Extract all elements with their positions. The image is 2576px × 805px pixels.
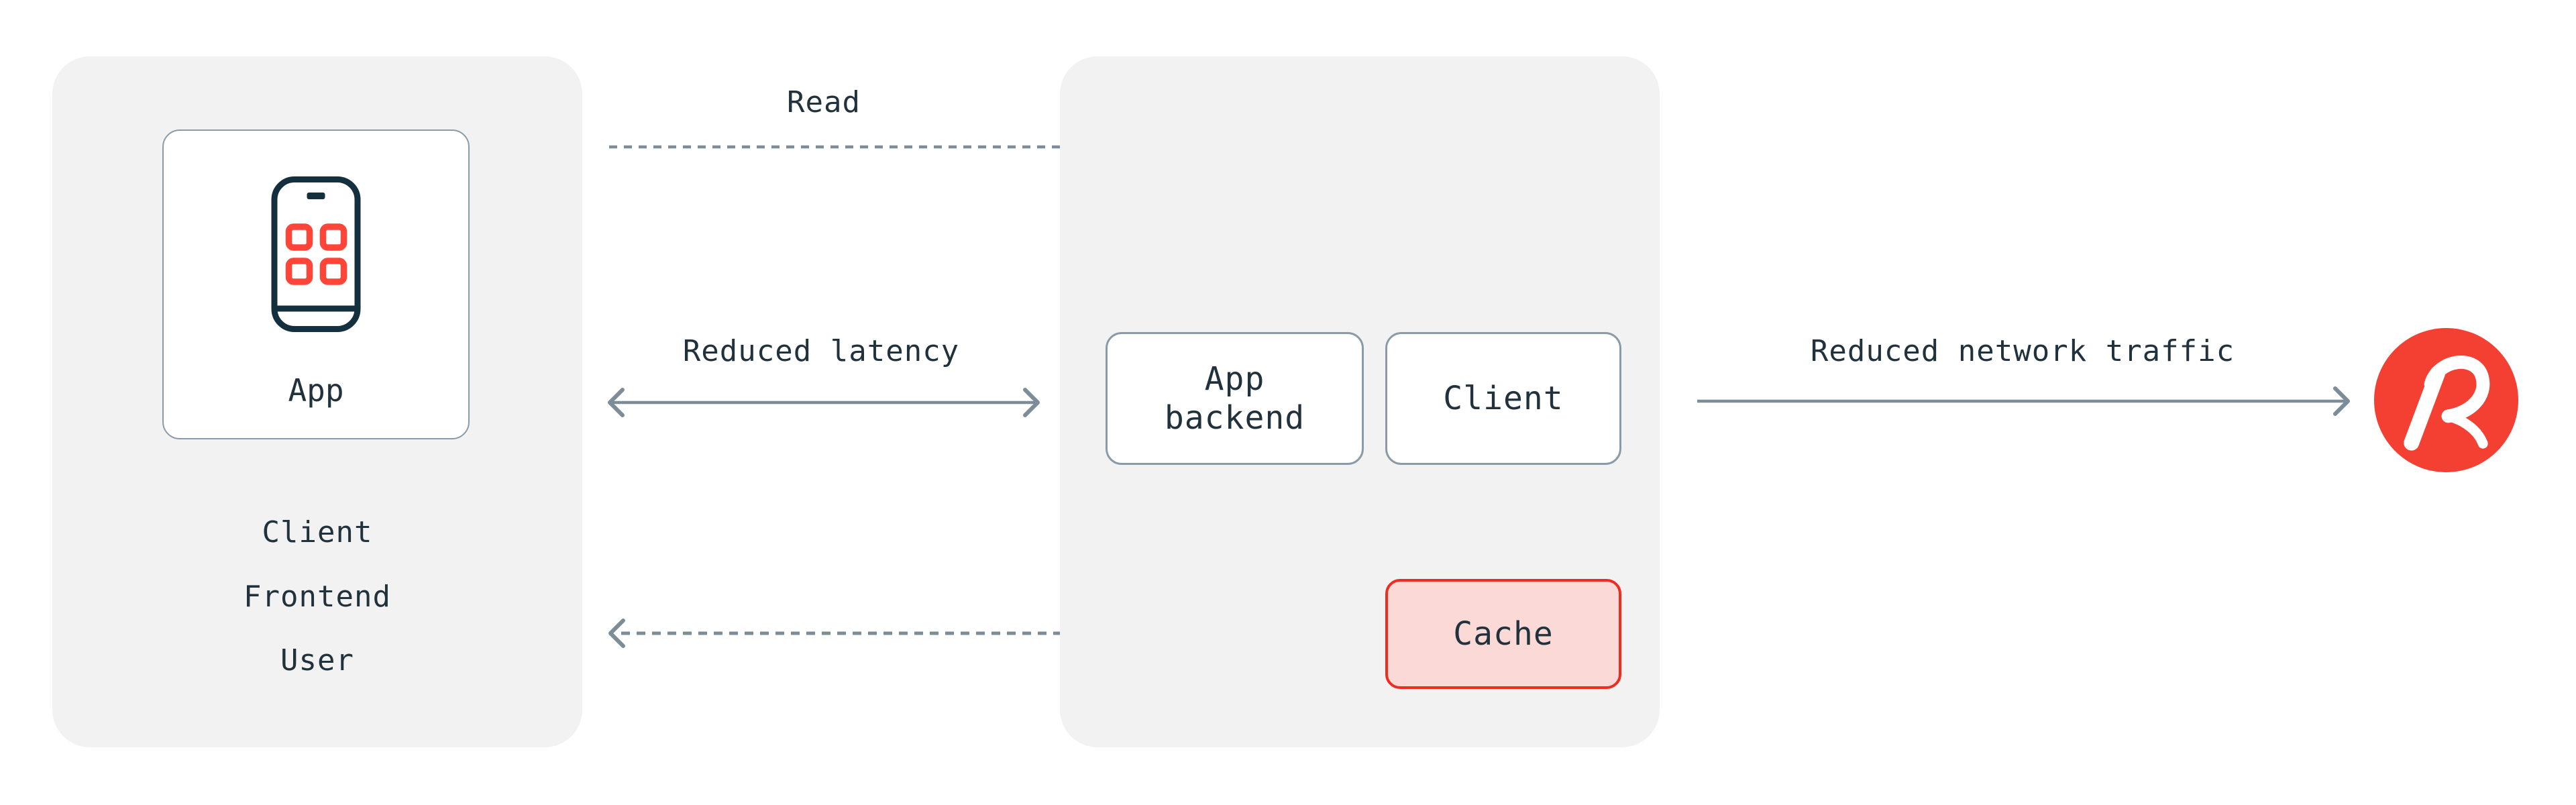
left-panel-item-user: User	[280, 643, 354, 678]
redis-r-mark-icon	[2404, 356, 2490, 451]
reduced-latency-right-arrowhead-icon	[1023, 388, 1040, 417]
app-backend-node-label: App backend	[1164, 360, 1305, 437]
left-panel-item-client: Client	[262, 515, 373, 549]
reduced-network-traffic-label: Reduced network traffic	[1810, 334, 2235, 368]
client-node: Client	[1385, 332, 1621, 465]
reduced-latency-label: Reduced latency	[682, 334, 960, 368]
cache-node-label: Cache	[1453, 615, 1554, 653]
app-card-label: App	[288, 372, 344, 409]
read-label: Read	[787, 85, 861, 119]
cache-return-arrowhead-icon	[608, 619, 625, 648]
app-card: App	[162, 129, 470, 439]
client-node-label: Client	[1443, 380, 1564, 417]
app-backend-node: App backend	[1106, 332, 1364, 465]
backend-panel: App backend Client Cache	[1060, 56, 1660, 747]
reduced-latency-left-arrowhead-icon	[608, 388, 625, 417]
mobile-app-icon	[271, 176, 361, 332]
reduced-network-traffic-arrowhead-icon	[2333, 386, 2350, 416]
cache-node: Cache	[1385, 579, 1621, 689]
left-panel-item-frontend: Frontend	[244, 580, 391, 614]
redis-logo	[2374, 328, 2518, 472]
client-frontend-panel: App Client Frontend User	[52, 56, 582, 747]
